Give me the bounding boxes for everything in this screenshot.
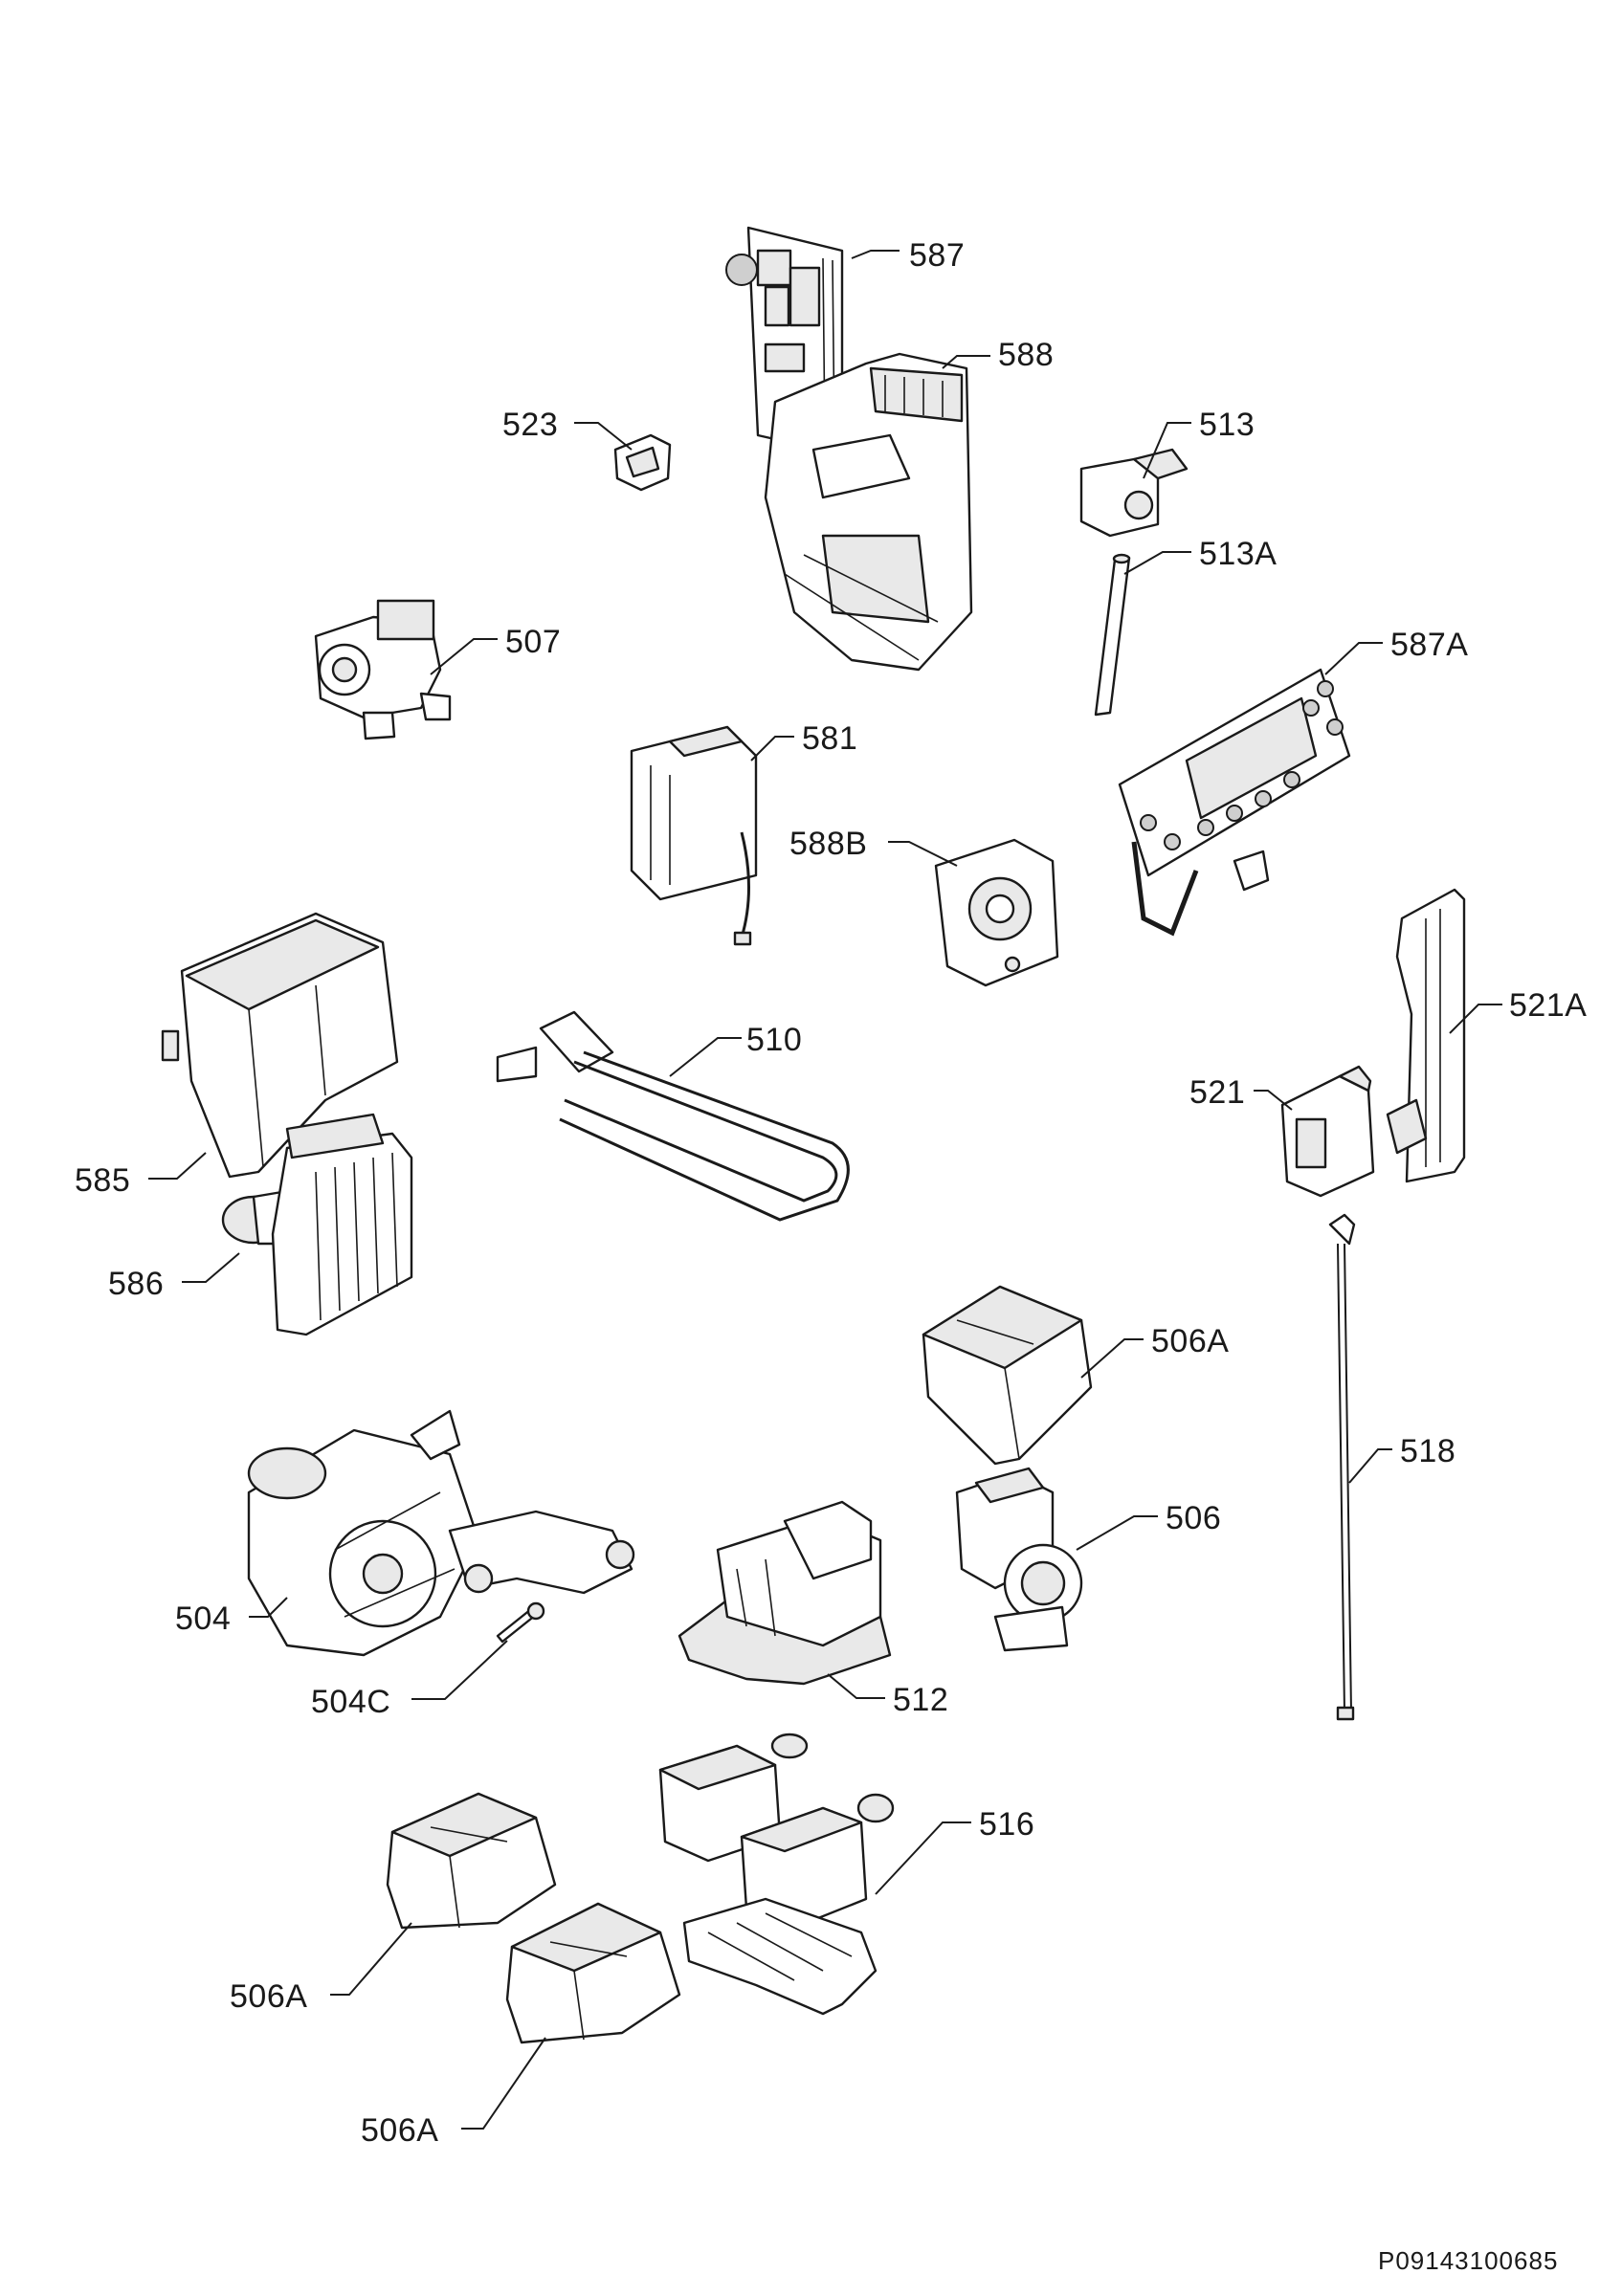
part-504-motor bbox=[247, 1409, 635, 1657]
leader-516 bbox=[875, 1821, 971, 1895]
part-518-cable bbox=[1328, 1213, 1356, 1721]
part-507-inlet-valve bbox=[314, 599, 452, 740]
leader-588B bbox=[888, 841, 958, 867]
leader-513A bbox=[1123, 551, 1191, 575]
leader-506A-top bbox=[1080, 1338, 1144, 1379]
leader-587 bbox=[851, 250, 900, 259]
part-521a-bracket bbox=[1386, 888, 1466, 1183]
leader-510 bbox=[669, 1037, 742, 1077]
label-586: 586 bbox=[108, 1266, 164, 1302]
part-523-clip bbox=[613, 433, 672, 492]
part-581-module bbox=[630, 725, 758, 946]
part-513a-rod bbox=[1094, 553, 1131, 717]
label-518: 518 bbox=[1400, 1433, 1455, 1469]
part-506a-pump-cover bbox=[922, 1285, 1093, 1466]
label-504: 504 bbox=[175, 1601, 231, 1637]
part-506a-pump-cover bbox=[505, 1902, 681, 2044]
label-506A-top: 506A bbox=[1151, 1323, 1229, 1359]
leader-581 bbox=[750, 736, 794, 762]
label-585: 585 bbox=[75, 1162, 130, 1199]
label-521: 521 bbox=[1189, 1074, 1245, 1111]
part-516-pump-assembly bbox=[658, 1733, 895, 2016]
part-504c-screw bbox=[496, 1601, 545, 1644]
label-521A: 521A bbox=[1509, 987, 1587, 1024]
leader-513 bbox=[1143, 422, 1191, 479]
part-510-heater bbox=[496, 1010, 850, 1222]
leader-507 bbox=[430, 638, 498, 675]
label-513: 513 bbox=[1199, 407, 1255, 443]
label-523: 523 bbox=[502, 407, 558, 443]
leader-586 bbox=[182, 1252, 240, 1283]
leader-506 bbox=[1076, 1515, 1158, 1551]
leader-521 bbox=[1254, 1090, 1293, 1111]
part-506a-pump-cover bbox=[386, 1792, 557, 1930]
part-587a-control-board bbox=[1118, 668, 1351, 937]
label-516: 516 bbox=[979, 1806, 1034, 1843]
leader-504C bbox=[411, 1640, 508, 1700]
label-587A: 587A bbox=[1390, 627, 1468, 663]
part-585-cover bbox=[161, 912, 399, 1179]
leader-585 bbox=[148, 1152, 207, 1180]
leader-521A bbox=[1449, 1004, 1502, 1034]
part-521-door-lock bbox=[1280, 1065, 1375, 1198]
leader-506A-mid bbox=[330, 1922, 412, 1996]
label-512: 512 bbox=[893, 1682, 948, 1718]
label-506: 506 bbox=[1166, 1500, 1221, 1536]
part-513-sensor bbox=[1079, 448, 1189, 538]
label-506A-mid: 506A bbox=[230, 1978, 307, 2015]
label-510: 510 bbox=[746, 1022, 802, 1058]
label-506A-low: 506A bbox=[361, 2112, 438, 2149]
leader-588 bbox=[942, 355, 990, 369]
part-587-main-board bbox=[725, 226, 844, 456]
leader-lines bbox=[148, 250, 1502, 2130]
label-513A: 513A bbox=[1199, 536, 1277, 572]
label-588B: 588B bbox=[789, 826, 867, 862]
part-labels: 587 588 523 513 513A 507 587A 581 588B 5… bbox=[75, 237, 1587, 2149]
part-588-board-housing bbox=[764, 352, 973, 672]
part-506-drain-pump bbox=[955, 1467, 1083, 1652]
part-588b-pressure-switch bbox=[934, 838, 1059, 987]
leader-506A-low bbox=[461, 2037, 546, 2130]
part-586-motor-controller bbox=[221, 1113, 413, 1336]
label-588: 588 bbox=[998, 337, 1054, 373]
label-587: 587 bbox=[909, 237, 965, 274]
leader-512 bbox=[827, 1673, 885, 1699]
leader-523 bbox=[574, 422, 633, 451]
label-581: 581 bbox=[802, 720, 857, 757]
leader-504 bbox=[249, 1597, 288, 1618]
document-id: P09143100685 bbox=[1378, 2246, 1558, 2275]
label-504C: 504C bbox=[311, 1684, 390, 1720]
label-507: 507 bbox=[505, 624, 561, 660]
leader-587A bbox=[1324, 642, 1383, 675]
part-512-bracket bbox=[678, 1500, 892, 1686]
leader-518 bbox=[1348, 1448, 1392, 1484]
